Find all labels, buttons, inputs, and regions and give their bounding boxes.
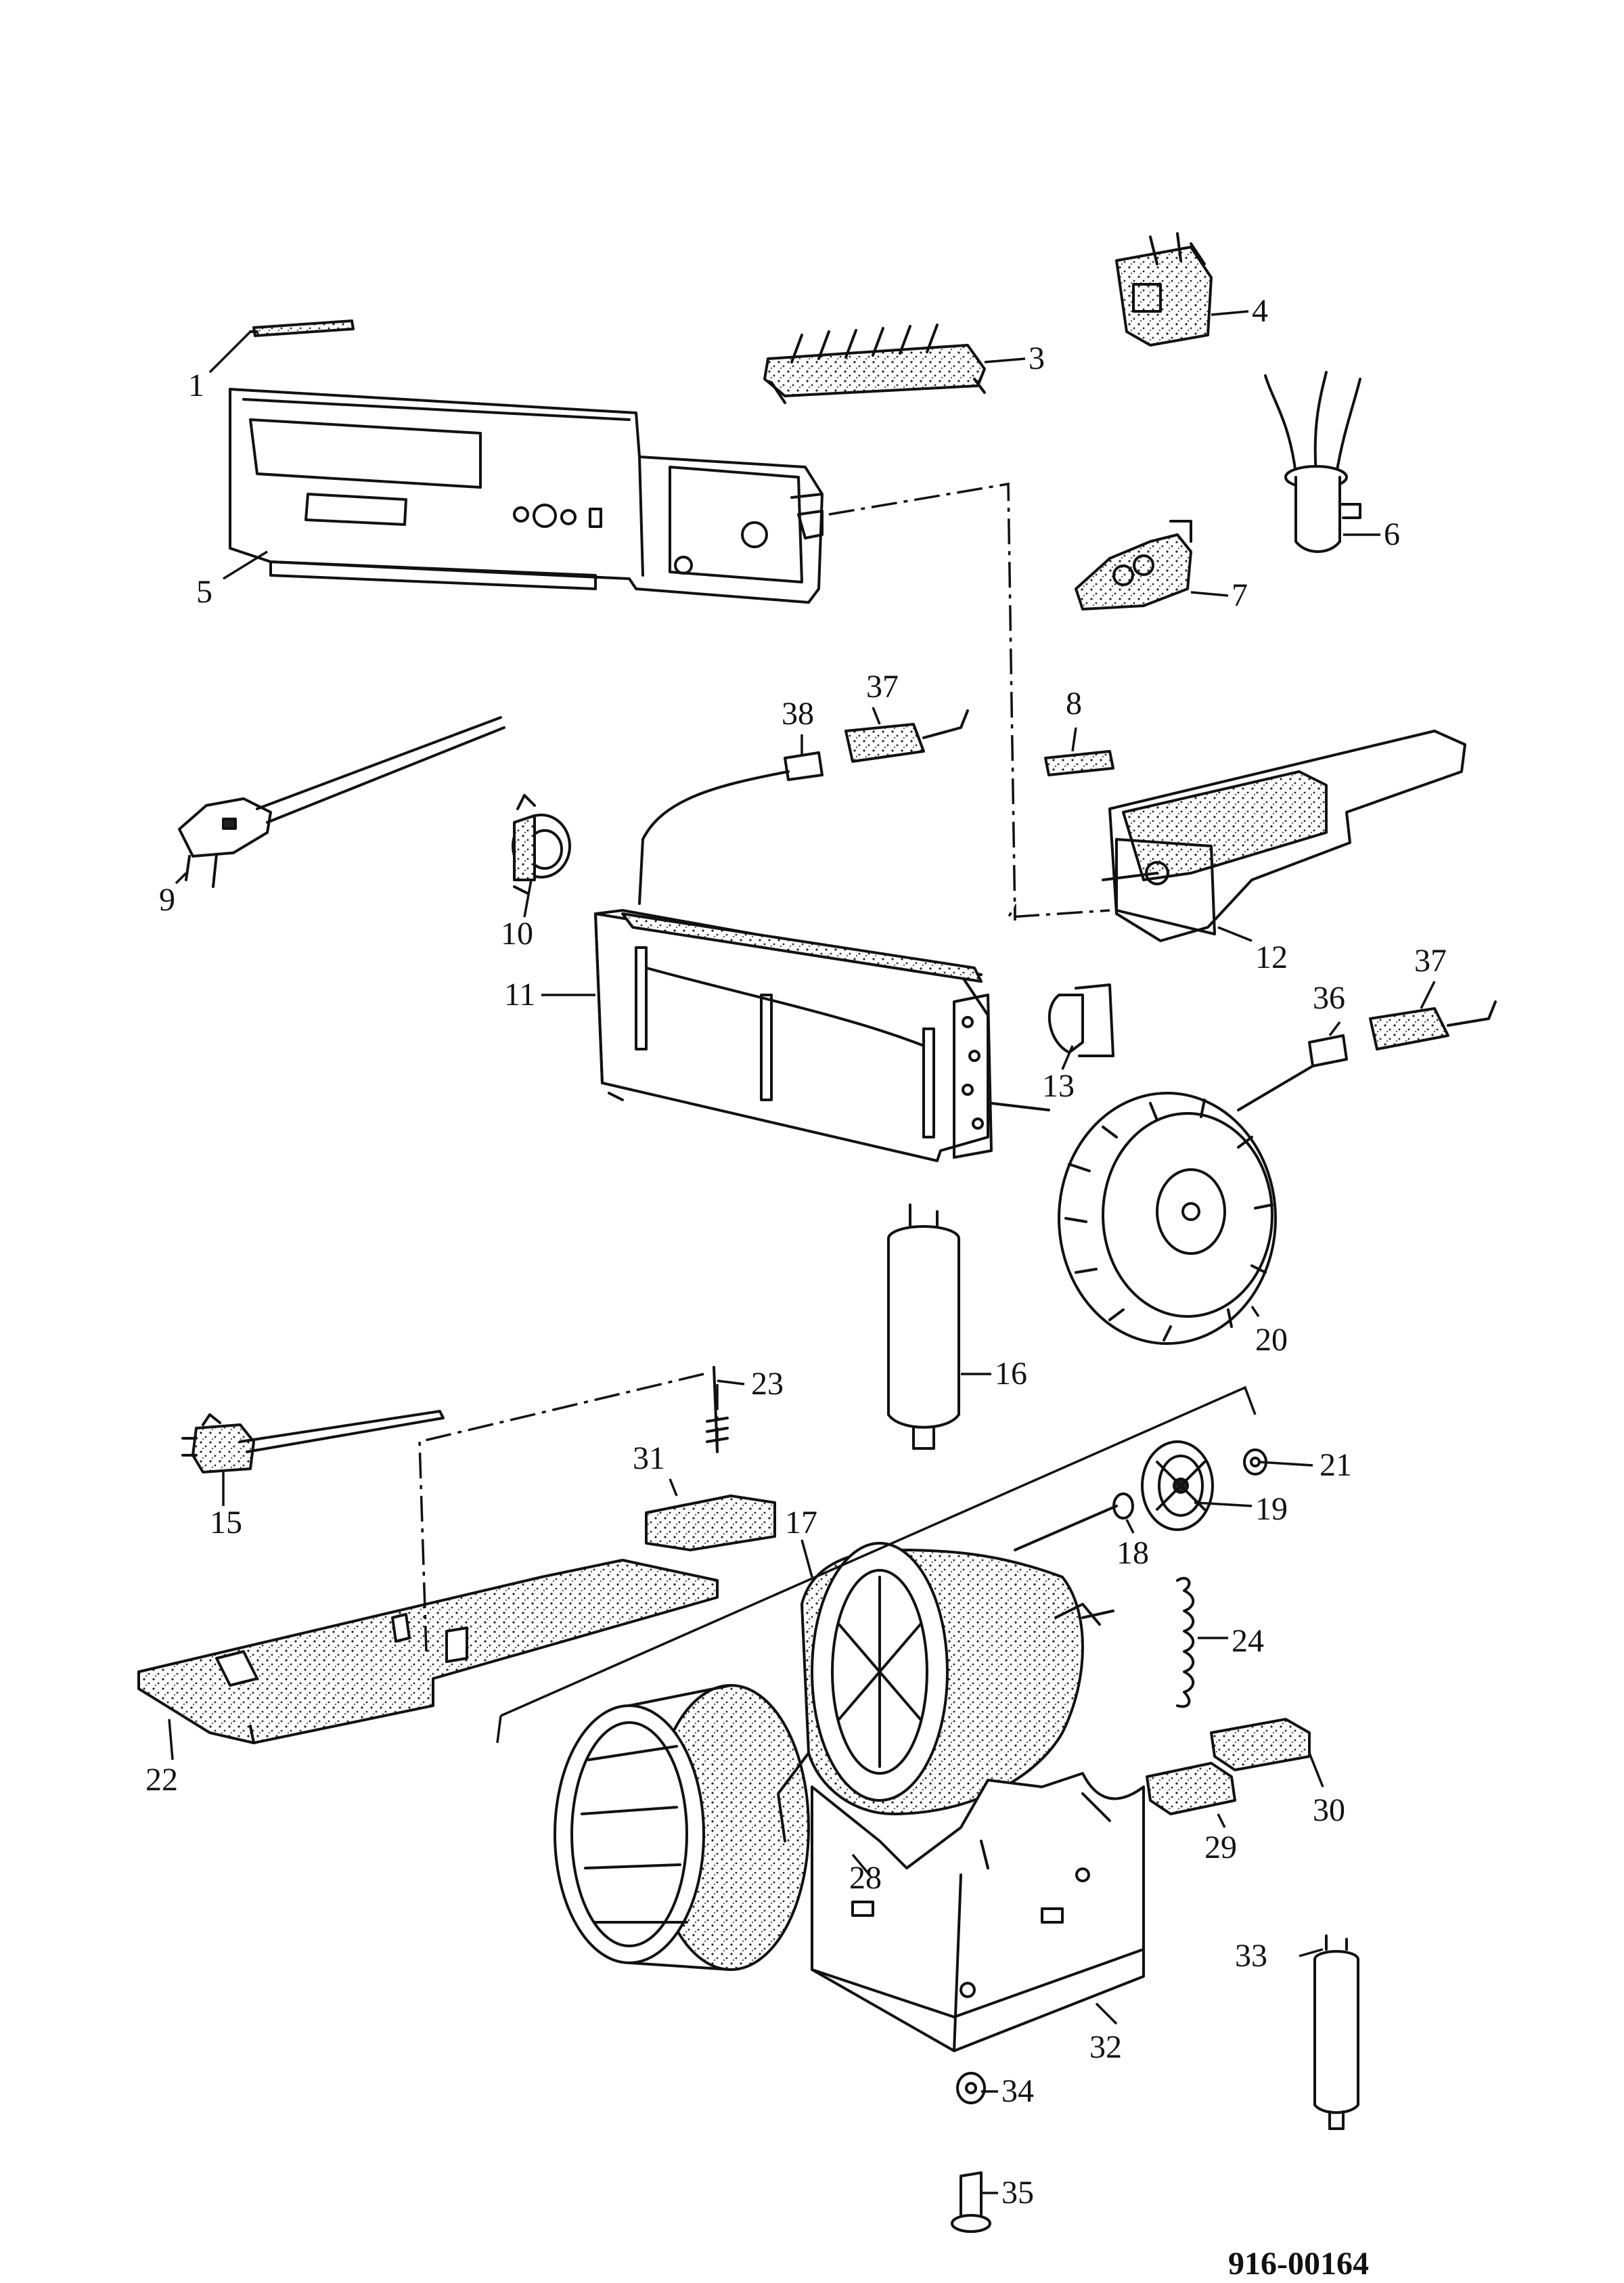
- callout-30: 30: [1313, 1792, 1345, 1828]
- part-7-connector: [1075, 520, 1192, 611]
- part-1-pin: [249, 319, 355, 337]
- callout-37-top: 37: [866, 669, 899, 705]
- alignment-lines: [418, 482, 1110, 1652]
- part-31-foam-pad: [645, 1494, 776, 1551]
- callout-5: 5: [196, 574, 212, 610]
- callout-37-right: 37: [1414, 943, 1447, 979]
- part-16-capacitor: [887, 1203, 960, 1450]
- callout-20: 20: [1255, 1322, 1288, 1358]
- callout-15: 15: [210, 1505, 242, 1541]
- callout-34: 34: [1001, 2073, 1034, 2109]
- callout-29: 29: [1204, 1830, 1237, 1865]
- callout-11: 11: [504, 977, 535, 1013]
- callout-10: 10: [501, 916, 533, 952]
- part-34-nut: [956, 2072, 986, 2104]
- group-bracket-17: [496, 1386, 1257, 1744]
- callout-28: 28: [849, 1860, 882, 1896]
- callout-7: 7: [1232, 577, 1248, 613]
- callout-9: 9: [159, 882, 175, 918]
- callout-35: 35: [1001, 2175, 1034, 2211]
- callout-36: 36: [1313, 980, 1345, 1016]
- part-37-plug-top: [844, 709, 969, 763]
- callout-8: 8: [1066, 686, 1082, 722]
- part-4-relay: [1115, 232, 1213, 347]
- callout-labels: 1 3 4 5 6 7 8 9 10 11 12 13 15 16 17 18 …: [145, 293, 1447, 2211]
- callout-23: 23: [751, 1366, 784, 1402]
- part-10-thermostat: [512, 794, 571, 895]
- part-30-foam-block: [1210, 1718, 1311, 1771]
- part-17-motor-assembly: [800, 1542, 1114, 1815]
- part-13-bracket: [1047, 983, 1114, 1057]
- callout-13: 13: [1042, 1068, 1075, 1104]
- part-8-terminal: [1044, 750, 1114, 776]
- part-22-base-tray: [137, 1559, 719, 1744]
- callout-1: 1: [188, 368, 204, 403]
- part-11-heater-box: [594, 909, 1050, 1162]
- part-29-foam-block: [1146, 1762, 1236, 1815]
- callout-22: 22: [145, 1762, 178, 1798]
- part-24-spring: [1176, 1576, 1195, 1708]
- document-number: 916-00164: [1228, 2246, 1369, 2282]
- callout-21: 21: [1320, 1447, 1352, 1483]
- callout-18: 18: [1116, 1535, 1149, 1571]
- part-35-bolt: [951, 2171, 991, 2233]
- callout-4: 4: [1252, 293, 1268, 329]
- callout-24: 24: [1232, 1623, 1264, 1659]
- part-3-terminal-block: [763, 324, 986, 404]
- part-19-pulley: [1141, 1440, 1214, 1531]
- callout-33: 33: [1235, 1938, 1267, 1974]
- callout-31: 31: [633, 1440, 665, 1476]
- part-37-plug-right: [1369, 1000, 1497, 1050]
- part-28-blower-wheel: [554, 1684, 810, 1971]
- part-20-blower-wheel: [1058, 1065, 1314, 1345]
- leader-lines: [168, 310, 1436, 2194]
- callout-17: 17: [785, 1505, 817, 1541]
- part-33-capacitor: [1313, 1934, 1359, 2130]
- part-6-capacitor: [1264, 371, 1361, 553]
- part-18-washer: [1014, 1492, 1134, 1551]
- part-32-motor-bracket: [811, 1772, 1145, 2052]
- callout-16: 16: [995, 1356, 1027, 1392]
- callout-6: 6: [1384, 516, 1400, 552]
- part-12-control-panel: [1102, 730, 1466, 942]
- part-5-chassis-bracket: [229, 388, 824, 604]
- part-38-connector: [638, 751, 824, 905]
- callout-19: 19: [1255, 1491, 1288, 1527]
- part-9-power-plug: [178, 716, 505, 888]
- callout-32: 32: [1089, 2029, 1122, 2065]
- callout-12: 12: [1255, 939, 1288, 975]
- callout-38: 38: [782, 696, 814, 732]
- part-36-connector: [1308, 1034, 1348, 1067]
- callout-3: 3: [1029, 340, 1045, 376]
- part-15-microswitch: [181, 1410, 445, 1473]
